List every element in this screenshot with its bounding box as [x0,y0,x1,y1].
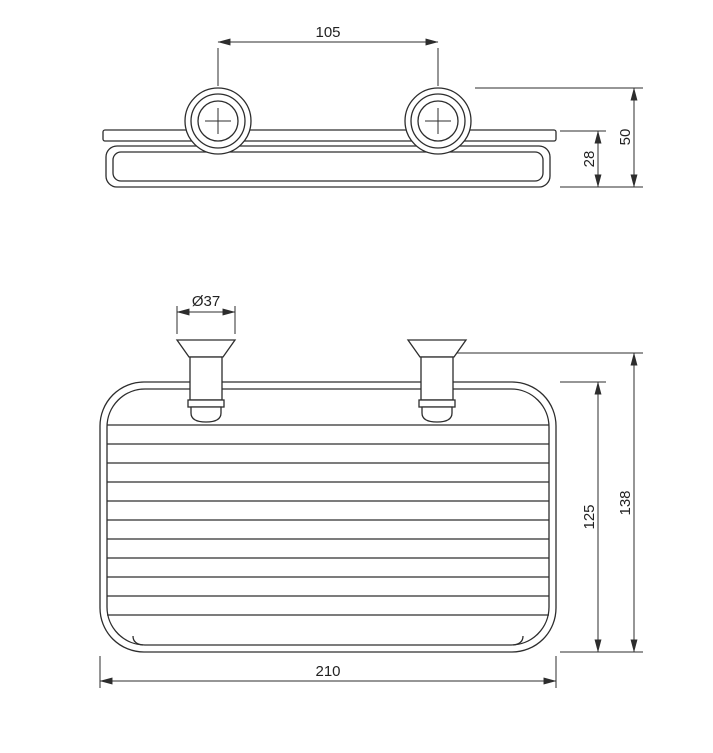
dimension-bracket-height: 28 [560,130,643,188]
rail-inner-wire [112,151,544,182]
top-view: Ø37 125 138 210 [99,293,643,688]
dimension-overall-height: 50 [475,87,643,188]
dim-label-overall-height: 50 [617,129,634,146]
post-collar [187,399,225,408]
mounting-rosette-right [404,87,472,155]
post-flange [175,339,237,358]
rail-outer-wire [105,145,551,188]
basket-wires [107,424,549,646]
dimension-hole-spacing: 105 [217,24,439,86]
post-collar [418,399,456,408]
dim-label-overall-width: 210 [315,663,340,680]
wire-end-hook-right [512,635,524,646]
front-view: 105 28 50 [102,24,643,188]
dim-label-post-diameter: Ø37 [192,293,220,310]
rosette-middle-circle [410,93,466,149]
rosette-inner-circle [197,100,239,142]
wire-end-hook-left [132,635,144,646]
front-rail-frame [105,145,551,188]
post-stem [189,356,223,401]
post-cap [421,406,453,423]
mounting-post-left [175,339,237,423]
mounting-post-right [406,339,468,423]
rosette-inner-circle [417,100,459,142]
dim-label-bracket-height: 28 [581,151,598,168]
basket-rim [99,381,557,653]
rosette-middle-circle [190,93,246,149]
basket-inner-wire [106,388,550,646]
post-cap [190,406,222,423]
dimension-basket-depth: 125 [560,381,643,653]
basket-outer-wire [99,381,557,653]
dimension-overall-depth: 138 [457,352,643,653]
shelf-plate [102,129,557,142]
post-flange [406,339,468,358]
dim-label-hole-spacing: 105 [315,24,340,41]
dimension-overall-width: 210 [99,656,557,688]
post-stem [420,356,454,401]
dim-label-overall-depth: 138 [617,490,634,515]
dimension-post-diameter: Ø37 [176,293,236,334]
dim-label-basket-depth: 125 [581,504,598,529]
mounting-rosette-left [184,87,252,155]
